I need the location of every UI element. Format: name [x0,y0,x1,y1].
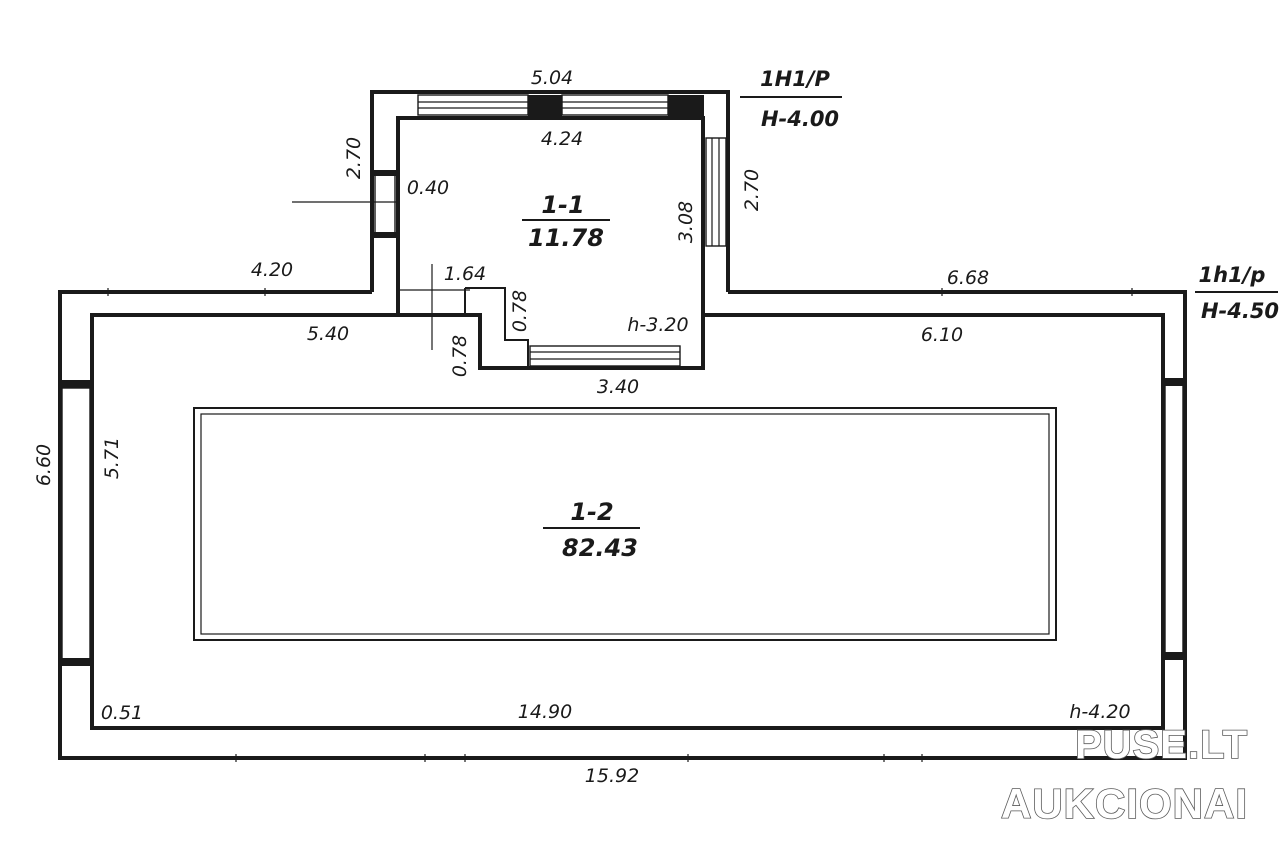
dimension-labels: 5.04 4.24 2.70 0.40 3.08 2.70 4.20 1.64 … [33,67,1131,787]
dim-6-68: 6.68 [947,267,989,289]
windows [60,94,1185,666]
watermark-line2: AUKCIONAI [1001,780,1248,827]
room-label-1-2: 1-2 82.43 [543,498,640,562]
level-height: H-4.00 [761,107,839,131]
dim-0-51: 0.51 [101,702,143,724]
dim-5-71: 5.71 [101,437,123,479]
dim-h-3-20: h-3.20 [627,314,688,336]
dim-0-78-a: 0.78 [509,290,531,332]
dim-2-70-left: 2.70 [343,137,365,179]
level-label-right: 1h1/p H-4.50 [1195,263,1279,323]
room-label-1-1: 1-1 11.78 [522,191,610,252]
room-id: 1-1 [541,191,584,219]
dim-15-92: 15.92 [585,765,639,787]
extension-lines [107,201,1133,762]
dim-0-78-b: 0.78 [449,335,471,377]
dim-14-90: 14.90 [518,701,572,723]
level-code: 1h1/p [1199,263,1266,287]
room-area: 82.43 [562,534,638,562]
room-id: 1-2 [570,498,613,526]
dim-3-08: 3.08 [675,201,697,243]
dim-h-4-20: h-4.20 [1069,701,1130,723]
dim-5-40: 5.40 [307,323,349,345]
inner-rectangle [193,407,1057,641]
outer-walls [58,90,1187,760]
dim-2-70-right: 2.70 [741,169,763,211]
inner-walls [90,116,1165,730]
dim-6-10: 6.10 [921,324,963,346]
dim-4-24: 4.24 [541,128,583,150]
level-height: H-4.50 [1201,299,1279,323]
level-code: 1H1/P [760,67,830,91]
dim-0-40: 0.40 [407,177,449,199]
dim-1-64: 1.64 [444,263,486,285]
dim-6-60: 6.60 [33,444,55,486]
room-area: 11.78 [528,224,604,252]
level-label-top: 1H1/P H-4.00 [740,67,842,131]
watermark: PUSE.LT AUKCIONAI [1000,722,1248,828]
dim-5-04: 5.04 [531,67,573,89]
watermark-line1: PUSE.LT [1075,723,1248,767]
dim-3-40: 3.40 [597,376,639,398]
dim-4-20-top: 4.20 [251,259,293,281]
